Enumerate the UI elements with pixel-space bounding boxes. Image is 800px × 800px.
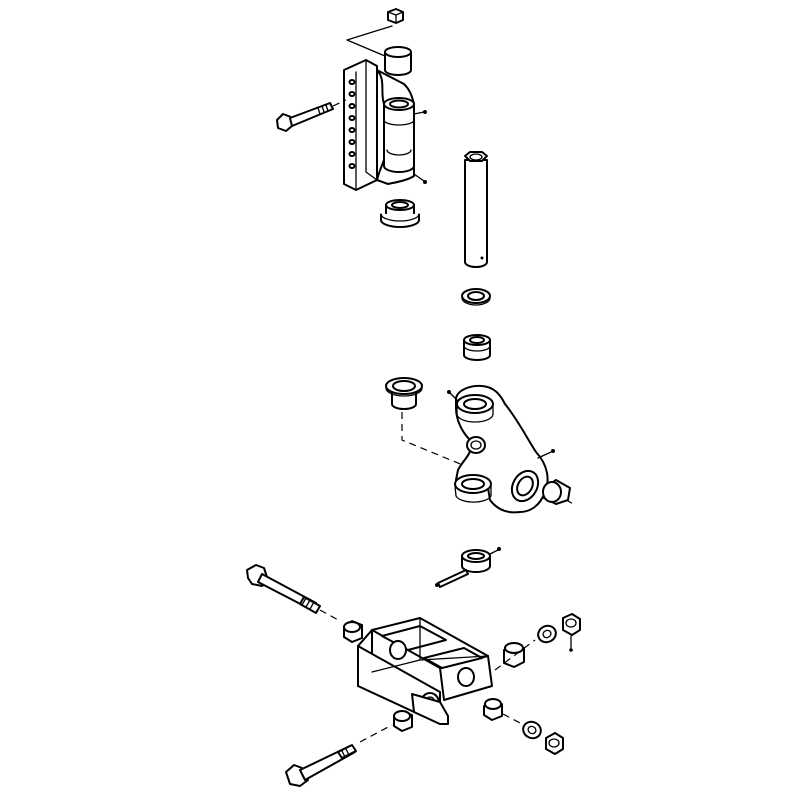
axis-right-upper [494, 639, 536, 671]
lower-clevis-assembly [246, 564, 581, 787]
hex-nut-top [387, 8, 404, 24]
pivot-pin [464, 151, 488, 268]
mounting-bracket [343, 59, 427, 191]
clevis-spacer-left [343, 620, 363, 643]
leader-nut [346, 25, 393, 57]
bushing-right [503, 642, 525, 668]
lock-nut-lower [545, 732, 564, 755]
upper-bushing [384, 46, 412, 76]
washer-right-upper [537, 624, 557, 644]
axis-right-lower [502, 713, 523, 725]
lower-bushing [380, 199, 420, 228]
long-bolt-upper [246, 564, 341, 622]
flanged-bushing [385, 377, 423, 410]
leader-flanged-bushing [401, 412, 471, 469]
clevis-block [357, 617, 493, 725]
lock-nut-upper [562, 613, 581, 652]
pivot-assembly [385, 151, 576, 588]
bracket-holes [348, 79, 356, 169]
bracket-bolt [276, 99, 347, 132]
upper-hitch-assembly [276, 8, 427, 228]
washer-right-lower [522, 720, 542, 740]
long-bolt-lower [285, 744, 357, 787]
pivot-yoke [447, 384, 576, 514]
spacer-bushing [463, 334, 491, 361]
set-screw [435, 569, 469, 588]
thrust-washer [461, 288, 491, 306]
clevis-spacer-lower [393, 710, 413, 732]
bushing-right-lower [483, 698, 503, 721]
side-bushing [542, 479, 571, 505]
axis-left-lower [359, 724, 393, 743]
lower-collar [461, 547, 501, 573]
